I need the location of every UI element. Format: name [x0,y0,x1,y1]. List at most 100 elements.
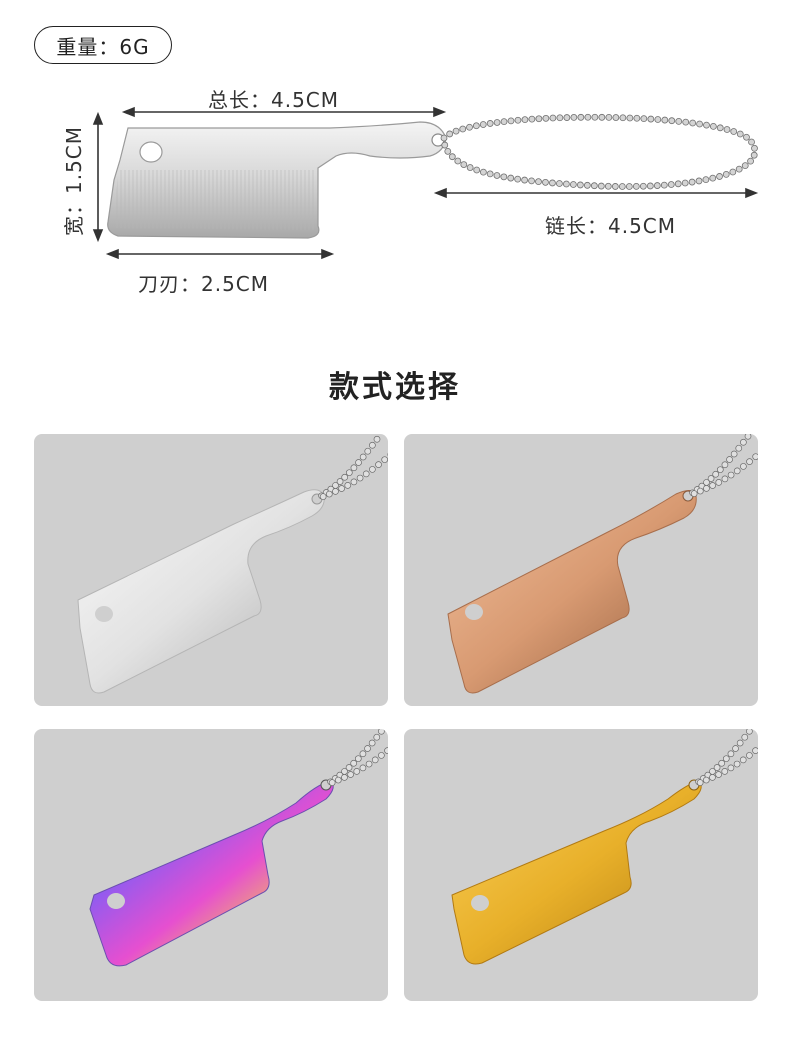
chain-bead [493,119,501,126]
section-title: 款式选择 [329,370,461,405]
chain-bead [709,174,717,182]
chain-bead [746,729,753,735]
chain-bead [384,747,388,755]
chain-beads [440,113,758,190]
chain-bead [375,461,382,469]
style-option-silver[interactable] [34,434,388,706]
chain-bead [743,133,750,141]
chain-bead [751,144,758,152]
chain-bead [486,170,494,178]
chain-bead [626,114,634,122]
chain-bead [486,120,494,127]
chain-bead [591,113,599,121]
chain-bead [521,176,528,184]
chain-bead [319,493,327,500]
chain-bead [378,752,385,759]
chain-bead [640,115,648,123]
chain-bead [359,764,367,772]
chain-bead [479,168,487,176]
chain-length-label: 链长：4.5CM [545,214,677,238]
style-option-gold[interactable] [404,729,758,1001]
chain-bead [493,172,501,179]
chain-bead [709,122,717,130]
chain-bead [736,739,744,747]
chain-bead [590,182,598,190]
chain-bead [696,779,704,786]
chain-bead [740,438,747,446]
chain-bead [682,118,690,126]
chain-bead [354,755,362,763]
chain-bead [604,182,612,190]
chain-bead [328,779,336,786]
chain-bead [364,745,371,752]
chain-bead [695,177,703,185]
style-option-rose-gold[interactable] [404,434,758,706]
chain-bead [748,138,755,146]
chain-bead [730,450,738,458]
chain-bead [727,471,735,479]
chain-bead [570,114,578,121]
chain-bead [727,750,735,758]
chain-bead [479,121,487,128]
chain-bead [583,181,591,189]
style-option-rainbow[interactable] [34,729,388,1001]
dimension-diagram [92,106,759,260]
chain-bead [347,771,354,778]
chain-bead [752,453,758,461]
chain-bead [472,122,480,130]
chain-bead [597,182,605,190]
chain-bead [369,441,376,449]
chain-bead [345,764,353,771]
chain-bead [715,478,723,486]
chain-bead [707,475,715,482]
chain-bead [723,126,731,133]
chain-bead [605,113,613,121]
chain-bead [466,164,474,171]
chain-bead [368,739,376,747]
chain-bead [741,162,749,170]
chain-bead [365,760,373,768]
chain-bead [362,470,370,478]
gold-cleaver-icon [451,729,758,965]
chain-bead [364,447,372,455]
chain-bead [355,459,362,466]
chain-bead [735,444,743,452]
chain-bead [689,119,697,127]
chain-bead [735,165,743,173]
chain-bead [675,117,683,125]
rose-gold-cleaver-icon [447,434,758,694]
chain-bead [625,183,633,190]
chain-bead [712,470,720,478]
chain-bead [696,120,703,128]
chain-bead [514,175,522,183]
chain-bead [341,473,349,481]
chain-bead [726,456,733,463]
chain-bead [654,116,662,123]
chain-bead [736,130,744,138]
chain-bead [667,181,675,188]
chain-bead [653,182,661,189]
chain-bead [542,178,549,186]
chain-bead [696,487,704,495]
chain-bead [338,485,345,492]
dimension-arrows [92,106,759,260]
silver-cleaver-icon [77,435,388,694]
chain-bead [709,774,716,781]
chain-bead [702,176,710,184]
chain-bead [514,116,522,124]
chain-bead [732,745,739,752]
chain-bead [521,116,529,124]
total-length-label: 总长：4.5CM [208,88,340,112]
chain-bead [715,771,722,778]
chain-bead [350,478,358,486]
chain-bead [674,180,682,188]
chain-bead [459,125,467,133]
chain-bead [733,467,741,475]
chain-bead [577,113,585,121]
chain-bead [647,115,655,123]
chain-bead [507,174,515,182]
chain-bead [353,767,361,775]
chain-bead [556,114,564,122]
weight-label: 重量：6G [56,34,150,59]
blade-length-label: 刀刃：2.5CM [138,272,270,296]
